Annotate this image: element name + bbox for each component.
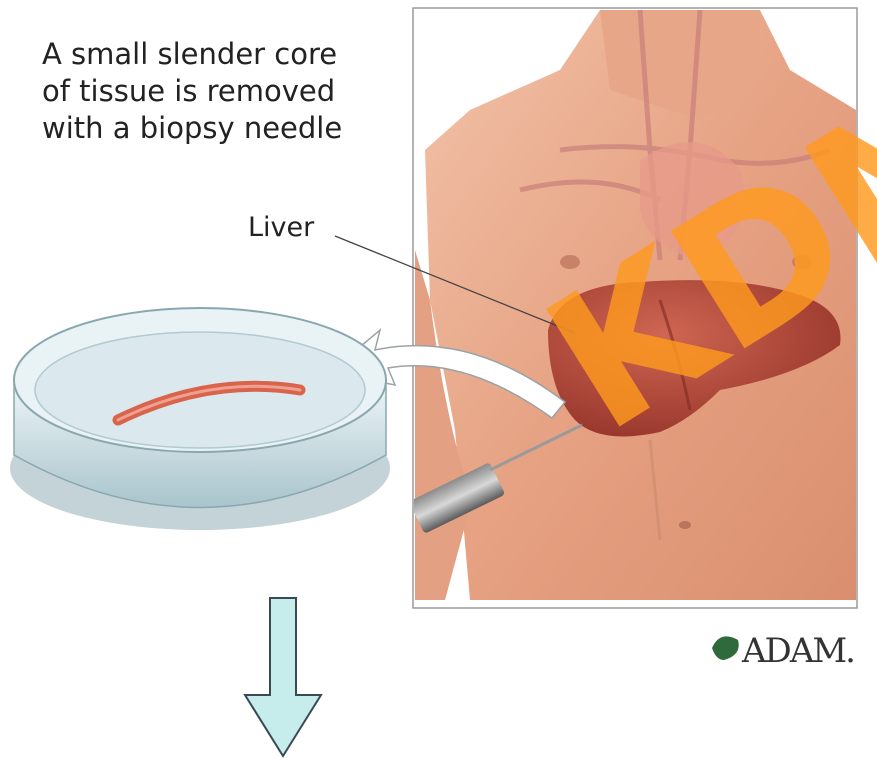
adam-logo: ADAM. bbox=[704, 631, 854, 671]
adam-logo-text: ADAM. bbox=[742, 631, 854, 671]
nipple-right bbox=[792, 255, 812, 269]
navel bbox=[679, 521, 691, 529]
nipple-left bbox=[560, 255, 580, 269]
caption-text: A small slender core of tissue is remove… bbox=[42, 36, 342, 147]
liver-label: Liver bbox=[248, 212, 314, 243]
petri-dish bbox=[10, 308, 390, 530]
anatomy-panel bbox=[409, 8, 857, 608]
down-arrow bbox=[245, 598, 321, 756]
